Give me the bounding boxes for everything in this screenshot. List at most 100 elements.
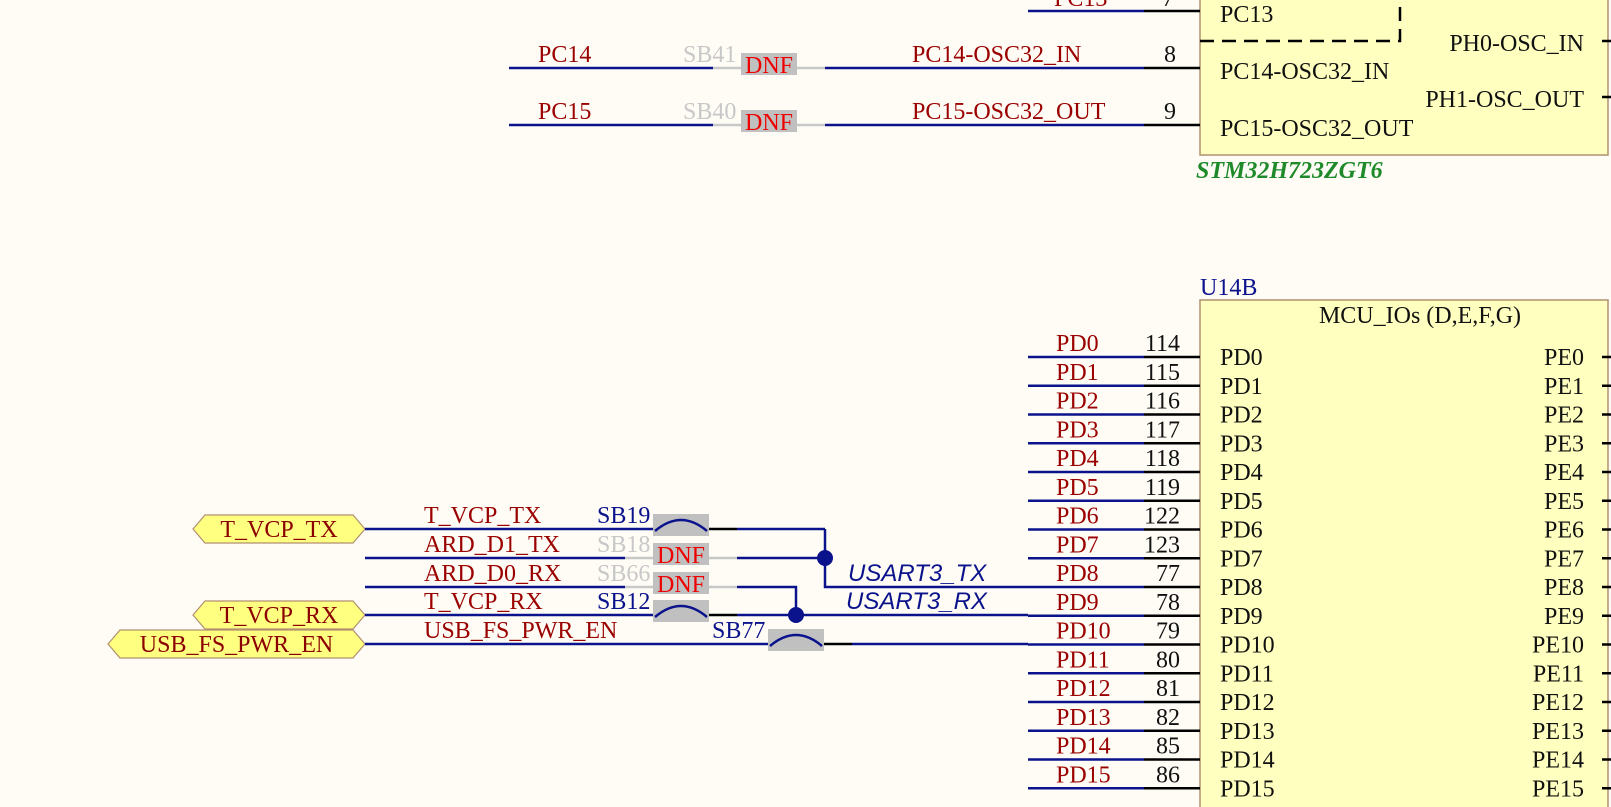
top-chip-value: STM32H723ZGT6 [1196, 158, 1383, 184]
top-chip-pin-pc15: PC15-OSC32_OUT [1220, 116, 1414, 142]
mcu-pin-net-label: PD13 [1056, 705, 1111, 731]
top-row-signal-label: PC14-OSC32_IN [912, 42, 1081, 68]
left-net-label: T_VCP_TX [424, 503, 541, 529]
junction-usart3-tx [817, 550, 833, 566]
bridge-sb66-dnf: DNF [657, 572, 705, 598]
bridge-sb19-arc [654, 518, 708, 532]
pc13-pin-number: 7 [1162, 0, 1174, 12]
mcu-pin-name-left: PD5 [1220, 489, 1263, 515]
mcu-pin-name-left: PD14 [1220, 748, 1275, 774]
mcu-pin-net-label: PD3 [1056, 417, 1099, 443]
top-row-bridge-body [741, 53, 797, 75]
port-t-vcp-tx-label: T_VCP_TX [220, 517, 337, 543]
bridge-sb12-arc [654, 604, 708, 618]
bridge-sb66 [653, 572, 709, 594]
mcu-pin-name-right: PE0 [1544, 345, 1584, 371]
mcu-pin-net-label: PD9 [1056, 590, 1099, 616]
mcu-pin-net-label: PD5 [1056, 475, 1099, 501]
mcu-pin-name-left: PD9 [1220, 604, 1263, 630]
mcu-pin-net-label: PD4 [1056, 446, 1099, 472]
mcu-pin-name-right: PE8 [1544, 575, 1584, 601]
mcu-pin-number: 118 [1145, 446, 1180, 472]
mcu-pin-name-left: PD15 [1220, 776, 1275, 802]
mcu-pin-name-right: PE14 [1532, 748, 1584, 774]
left-net-label: T_VCP_RX [424, 589, 543, 615]
mcu-pin-number: 115 [1145, 360, 1180, 386]
mcu-pin-net-label: PD12 [1056, 676, 1111, 702]
mcu-pin-name-right: PE6 [1544, 518, 1584, 544]
usart3-rx-label: USART3_RX [846, 588, 988, 615]
mcu-pin-name-left: PD1 [1220, 374, 1263, 400]
mcu-pin-number: 77 [1156, 561, 1180, 587]
mcu-pin-name-right: PE15 [1532, 776, 1584, 802]
bridge-sb19 [653, 514, 709, 536]
mcu-pin-number: 116 [1145, 389, 1180, 415]
port-usb-fs-pwr-en [107, 629, 366, 659]
mcu-title: MCU_IOs (D,E,F,G) [1319, 303, 1521, 329]
mcu-pin-number: 117 [1145, 417, 1180, 443]
bridge-ref-sb77: SB77 [712, 618, 765, 644]
bridge-sb18-dnf: DNF [657, 543, 705, 569]
bridge-sb77-arc [769, 633, 823, 647]
mcu-pin-name-left: PD13 [1220, 719, 1275, 745]
port-t-vcp-tx [192, 514, 366, 544]
mcu-pin-net-label: PD14 [1056, 734, 1111, 760]
mcu-pin-number: 119 [1145, 475, 1180, 501]
mcu-pin-net-label: PD8 [1056, 561, 1099, 587]
net-usart3-tx-wire [823, 529, 1028, 589]
bridge-ref-sb66: SB66 [597, 561, 650, 587]
junction-usart3-rx [788, 607, 804, 623]
mcu-pin-name-right: PE12 [1532, 690, 1584, 716]
port-t-vcp-rx [192, 600, 366, 630]
mcu-pin-net-label: PD15 [1056, 762, 1111, 788]
mcu-pin-net-label: PD2 [1056, 389, 1099, 415]
mcu-pin-name-left: PD4 [1220, 460, 1263, 486]
mcu-pin-name-right: PE7 [1544, 546, 1584, 572]
mcu-pin-name-right: PE10 [1532, 633, 1584, 659]
top-row-pin-number: 8 [1164, 42, 1176, 68]
top-row-net-label: PC15 [538, 99, 591, 125]
left-net-label: ARD_D1_TX [424, 532, 560, 558]
bridge-sb18 [653, 543, 709, 565]
mcu-pin-number: 81 [1156, 676, 1180, 702]
mcu-pin-number: 86 [1156, 762, 1180, 788]
mcu-pin-number: 123 [1144, 532, 1180, 558]
mcu-pin-name-right: PE5 [1544, 489, 1584, 515]
mcu-pin-number: 114 [1145, 331, 1180, 357]
mcu-pin-number: 122 [1144, 504, 1180, 530]
mcu-pin-net-label: PD6 [1056, 504, 1099, 530]
left-net-label: USB_FS_PWR_EN [424, 618, 617, 644]
mcu-pin-name-left: PD2 [1220, 403, 1263, 429]
mcu-pin-number: 85 [1156, 734, 1180, 760]
mcu-pin-name-right: PE3 [1544, 431, 1584, 457]
pc13-net-label: PC13 [1054, 0, 1107, 12]
top-row-net-label: PC14 [538, 42, 591, 68]
mcu-pin-name-right: PE1 [1544, 374, 1584, 400]
mcu-pin-number: 78 [1156, 590, 1180, 616]
bridge-sb12 [653, 600, 709, 622]
mcu-pin-name-right: PE11 [1533, 661, 1584, 687]
mcu-ref: U14B [1200, 275, 1257, 301]
usart3-tx-label: USART3_TX [848, 560, 987, 587]
bridge-ref-sb12: SB12 [597, 589, 650, 615]
top-row-dnf-label: DNF [745, 53, 793, 79]
left-net-label: ARD_D0_RX [424, 561, 561, 587]
mcu-pin-name-left: PD8 [1220, 575, 1263, 601]
mcu-pin-net-label: PD10 [1056, 619, 1111, 645]
mcu-pin-net-label: PD0 [1056, 331, 1099, 357]
top-row-bridge-body [741, 110, 797, 132]
mcu-pin-name-left: PD0 [1220, 345, 1263, 371]
port-t-vcp-rx-label: T_VCP_RX [220, 603, 339, 629]
mcu-pin-name-right: PE13 [1532, 719, 1584, 745]
top-chip-internal-pin: PC13 [1220, 2, 1273, 28]
mcu-pin-number: 80 [1156, 647, 1180, 673]
port-usb-fs-pwr-en-label: USB_FS_PWR_EN [140, 632, 333, 658]
top-chip-body [1199, 0, 1609, 156]
mcu-pin-name-left: PD6 [1220, 518, 1263, 544]
top-chip-internal-dash [1200, 0, 1402, 43]
top-chip-pin-ph1: PH1-OSC_OUT [1425, 87, 1584, 113]
top-row-pin-number: 9 [1164, 99, 1176, 125]
top-row-dnf-label: DNF [745, 110, 793, 136]
net-sb66-out [737, 585, 798, 615]
